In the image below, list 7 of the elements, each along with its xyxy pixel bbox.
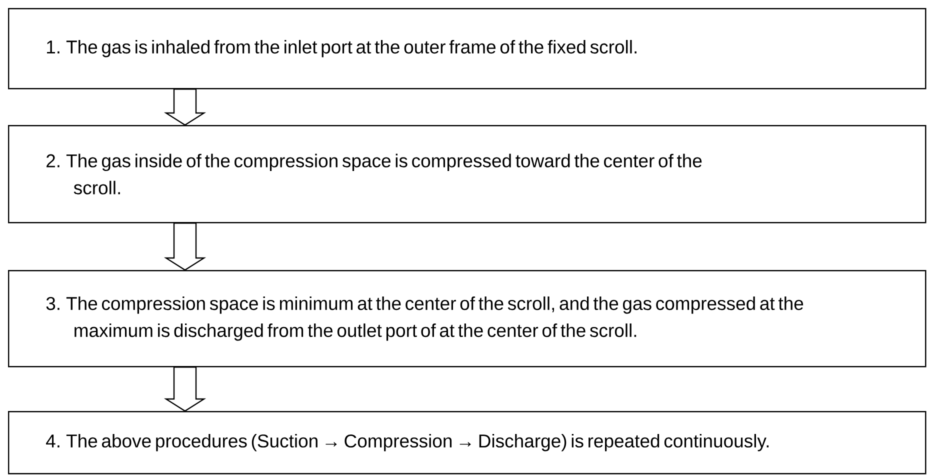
process-box: 1. The gas is inhaled from the inlet port at the outer frame of the fixed scroll. bbox=[8, 8, 926, 90]
process-box: 2. The gas inside of the compression space is compressed toward the center of the scroll. bbox=[8, 125, 926, 224]
block-arrow bbox=[164, 88, 206, 126]
block-arrow bbox=[164, 222, 206, 271]
process-box: 3. The compression space is minimum at the center of the scroll, and the gas compressed at the maximum is discharged from the outlet port of at the center of the scroll. bbox=[8, 270, 926, 368]
block-arrow bbox=[164, 366, 206, 412]
process-box: 4. The above procedures (Suction → Compression → Discharge) is repeated continuously. bbox=[8, 410, 926, 474]
